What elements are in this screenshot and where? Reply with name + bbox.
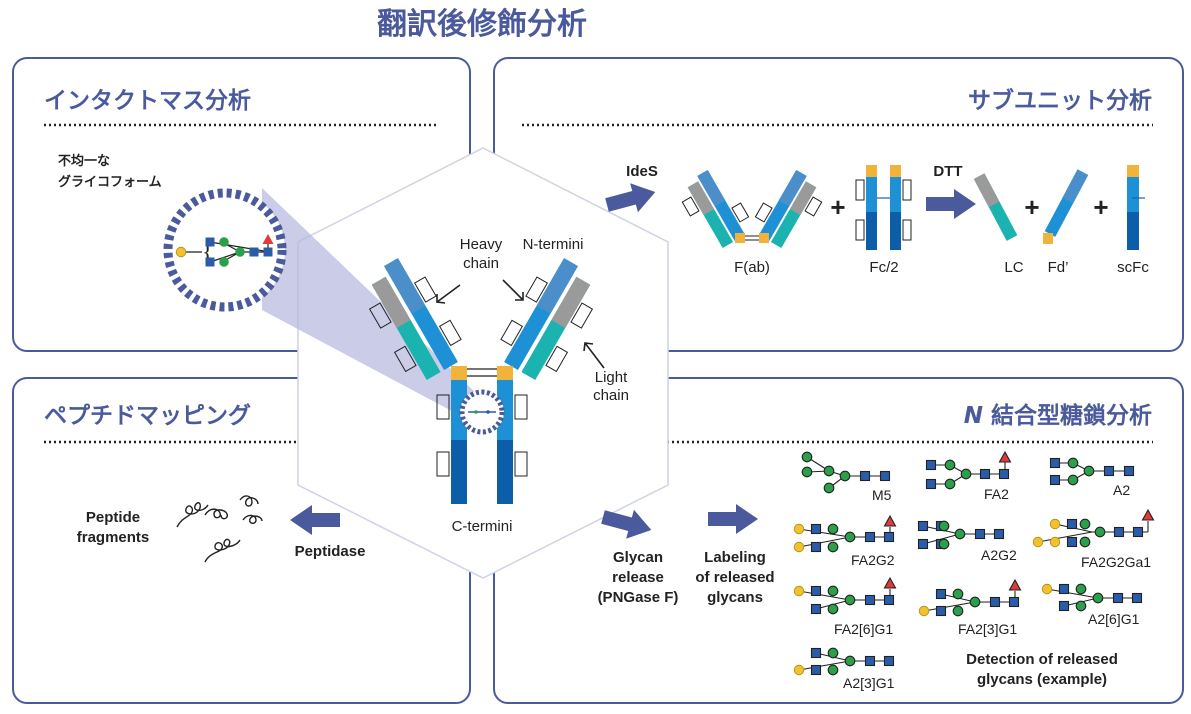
step2-line1: Labeling <box>704 549 766 566</box>
glycan-a2g2 <box>917 520 1005 550</box>
glycan-fa2g2ga1 <box>1032 509 1155 548</box>
svg-text:{: { <box>202 240 214 266</box>
intact-title: インタクトマス分析 <box>44 88 251 114</box>
peptide-fragments-1: Peptide <box>86 509 140 526</box>
scfc-fragment <box>1127 165 1145 250</box>
step1-line3: (PNGase F) <box>598 589 679 606</box>
peptidase-label: Peptidase <box>295 543 366 560</box>
glycan-label-a2g2: A2G2 <box>981 547 1017 563</box>
lc-label: LC <box>1004 259 1023 276</box>
nglycan-title: N 結合型糖鎖分析 <box>964 402 1152 429</box>
ides-label: IdeS <box>626 163 658 180</box>
glycan-label-fa2g2ga1: FA2G2Ga1 <box>1081 554 1151 570</box>
glycan-fa2g2 <box>793 515 897 553</box>
glycan-label-fa2-6-g1: FA2[6]G1 <box>834 621 893 637</box>
step1-line1: Glycan <box>613 549 663 566</box>
c-termini-label: C-termini <box>452 518 513 535</box>
plus-2: + <box>1024 192 1039 222</box>
fd-fragment <box>1043 169 1089 244</box>
light-chain-label-2: chain <box>593 387 629 404</box>
peptide-title: ペプチドマッピング <box>44 402 251 429</box>
glycan-label-a2: A2 <box>1113 482 1130 498</box>
scfc-label: scFc <box>1117 259 1149 276</box>
intact-note-2: グライコフォーム <box>58 174 162 190</box>
subunit-title: サブユニット分析 <box>968 87 1152 114</box>
main-title: 翻訳後修飾分析 <box>377 7 587 42</box>
glycan-fa2 <box>925 451 1012 490</box>
fab-label: F(ab) <box>734 259 770 276</box>
heavy-chain-label-1: Heavy <box>460 236 503 253</box>
peptide-squiggles <box>176 495 263 563</box>
glycan-a2-3-g1 <box>793 647 895 676</box>
glycan-label-a2-3-g1: A2[3]G1 <box>843 675 895 691</box>
heavy-chain-label-2: chain <box>463 255 499 272</box>
fd-label: Fd’ <box>1048 259 1069 276</box>
fab-fragment <box>681 170 823 248</box>
glycan-fa2-3-g1 <box>918 579 1022 617</box>
n-termini-label: N-termini <box>523 236 584 253</box>
glycan-label-m5: M5 <box>872 487 892 503</box>
fc2-label: Fc/2 <box>869 259 898 276</box>
glycan-zoom-circle: { <box>163 188 287 312</box>
glycan-a2-6-g1 <box>1041 583 1143 612</box>
step2-line3: glycans <box>707 589 763 606</box>
glycan-fa2-6-g1 <box>793 577 897 615</box>
plus-3: + <box>1093 192 1108 222</box>
glycan-a2 <box>1049 457 1135 486</box>
lc-fragment <box>973 173 1018 241</box>
detection-line1: Detection of released <box>966 651 1118 668</box>
peptide-fragments-2: fragments <box>77 529 150 546</box>
glycan-label-fa2g2: FA2G2 <box>851 552 895 568</box>
step2-line2: of released <box>695 569 774 586</box>
antibody-illustration <box>368 258 605 504</box>
detection-line2: glycans (example) <box>977 671 1107 688</box>
step1-line2: release <box>612 569 664 586</box>
plus-1: + <box>830 192 845 222</box>
glycan-label-fa2-3-g1: FA2[3]G1 <box>958 621 1017 637</box>
glycan-label-fa2: FA2 <box>984 486 1009 502</box>
glycan-label-a2-6-g1: A2[6]G1 <box>1088 611 1140 627</box>
intact-note-1: 不均一な <box>58 153 110 169</box>
fc2-fragment <box>855 165 912 250</box>
glycan-m5 <box>801 451 891 494</box>
dtt-label: DTT <box>933 163 962 180</box>
light-chain-label-1: Light <box>595 369 628 386</box>
